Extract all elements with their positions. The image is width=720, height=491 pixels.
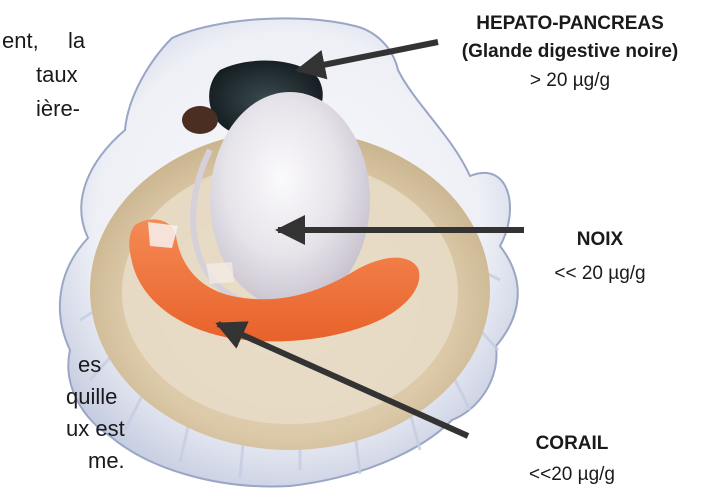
text-fragment: es bbox=[78, 352, 101, 378]
text-fragment: la bbox=[68, 28, 85, 54]
hepato-subtitle: (Glande digestive noire) bbox=[420, 40, 720, 63]
corail-value: <<20 µg/g bbox=[492, 463, 652, 486]
text-fragment: taux bbox=[36, 62, 78, 88]
text-fragment: quille bbox=[66, 384, 117, 410]
noix-title: NOIX bbox=[520, 228, 680, 251]
text-fragment: ière- bbox=[36, 96, 80, 122]
corail-title: CORAIL bbox=[492, 432, 652, 455]
hepato-value: > 20 µg/g bbox=[420, 69, 720, 92]
text-fragment: ux est bbox=[66, 416, 125, 442]
text-fragment: ent, bbox=[2, 28, 39, 54]
adductor-muscle bbox=[210, 92, 370, 308]
noix-value: << 20 µg/g bbox=[520, 262, 680, 285]
hepato-title: HEPATO-PANCREAS bbox=[420, 12, 720, 35]
text-fragment: me. bbox=[88, 448, 125, 474]
